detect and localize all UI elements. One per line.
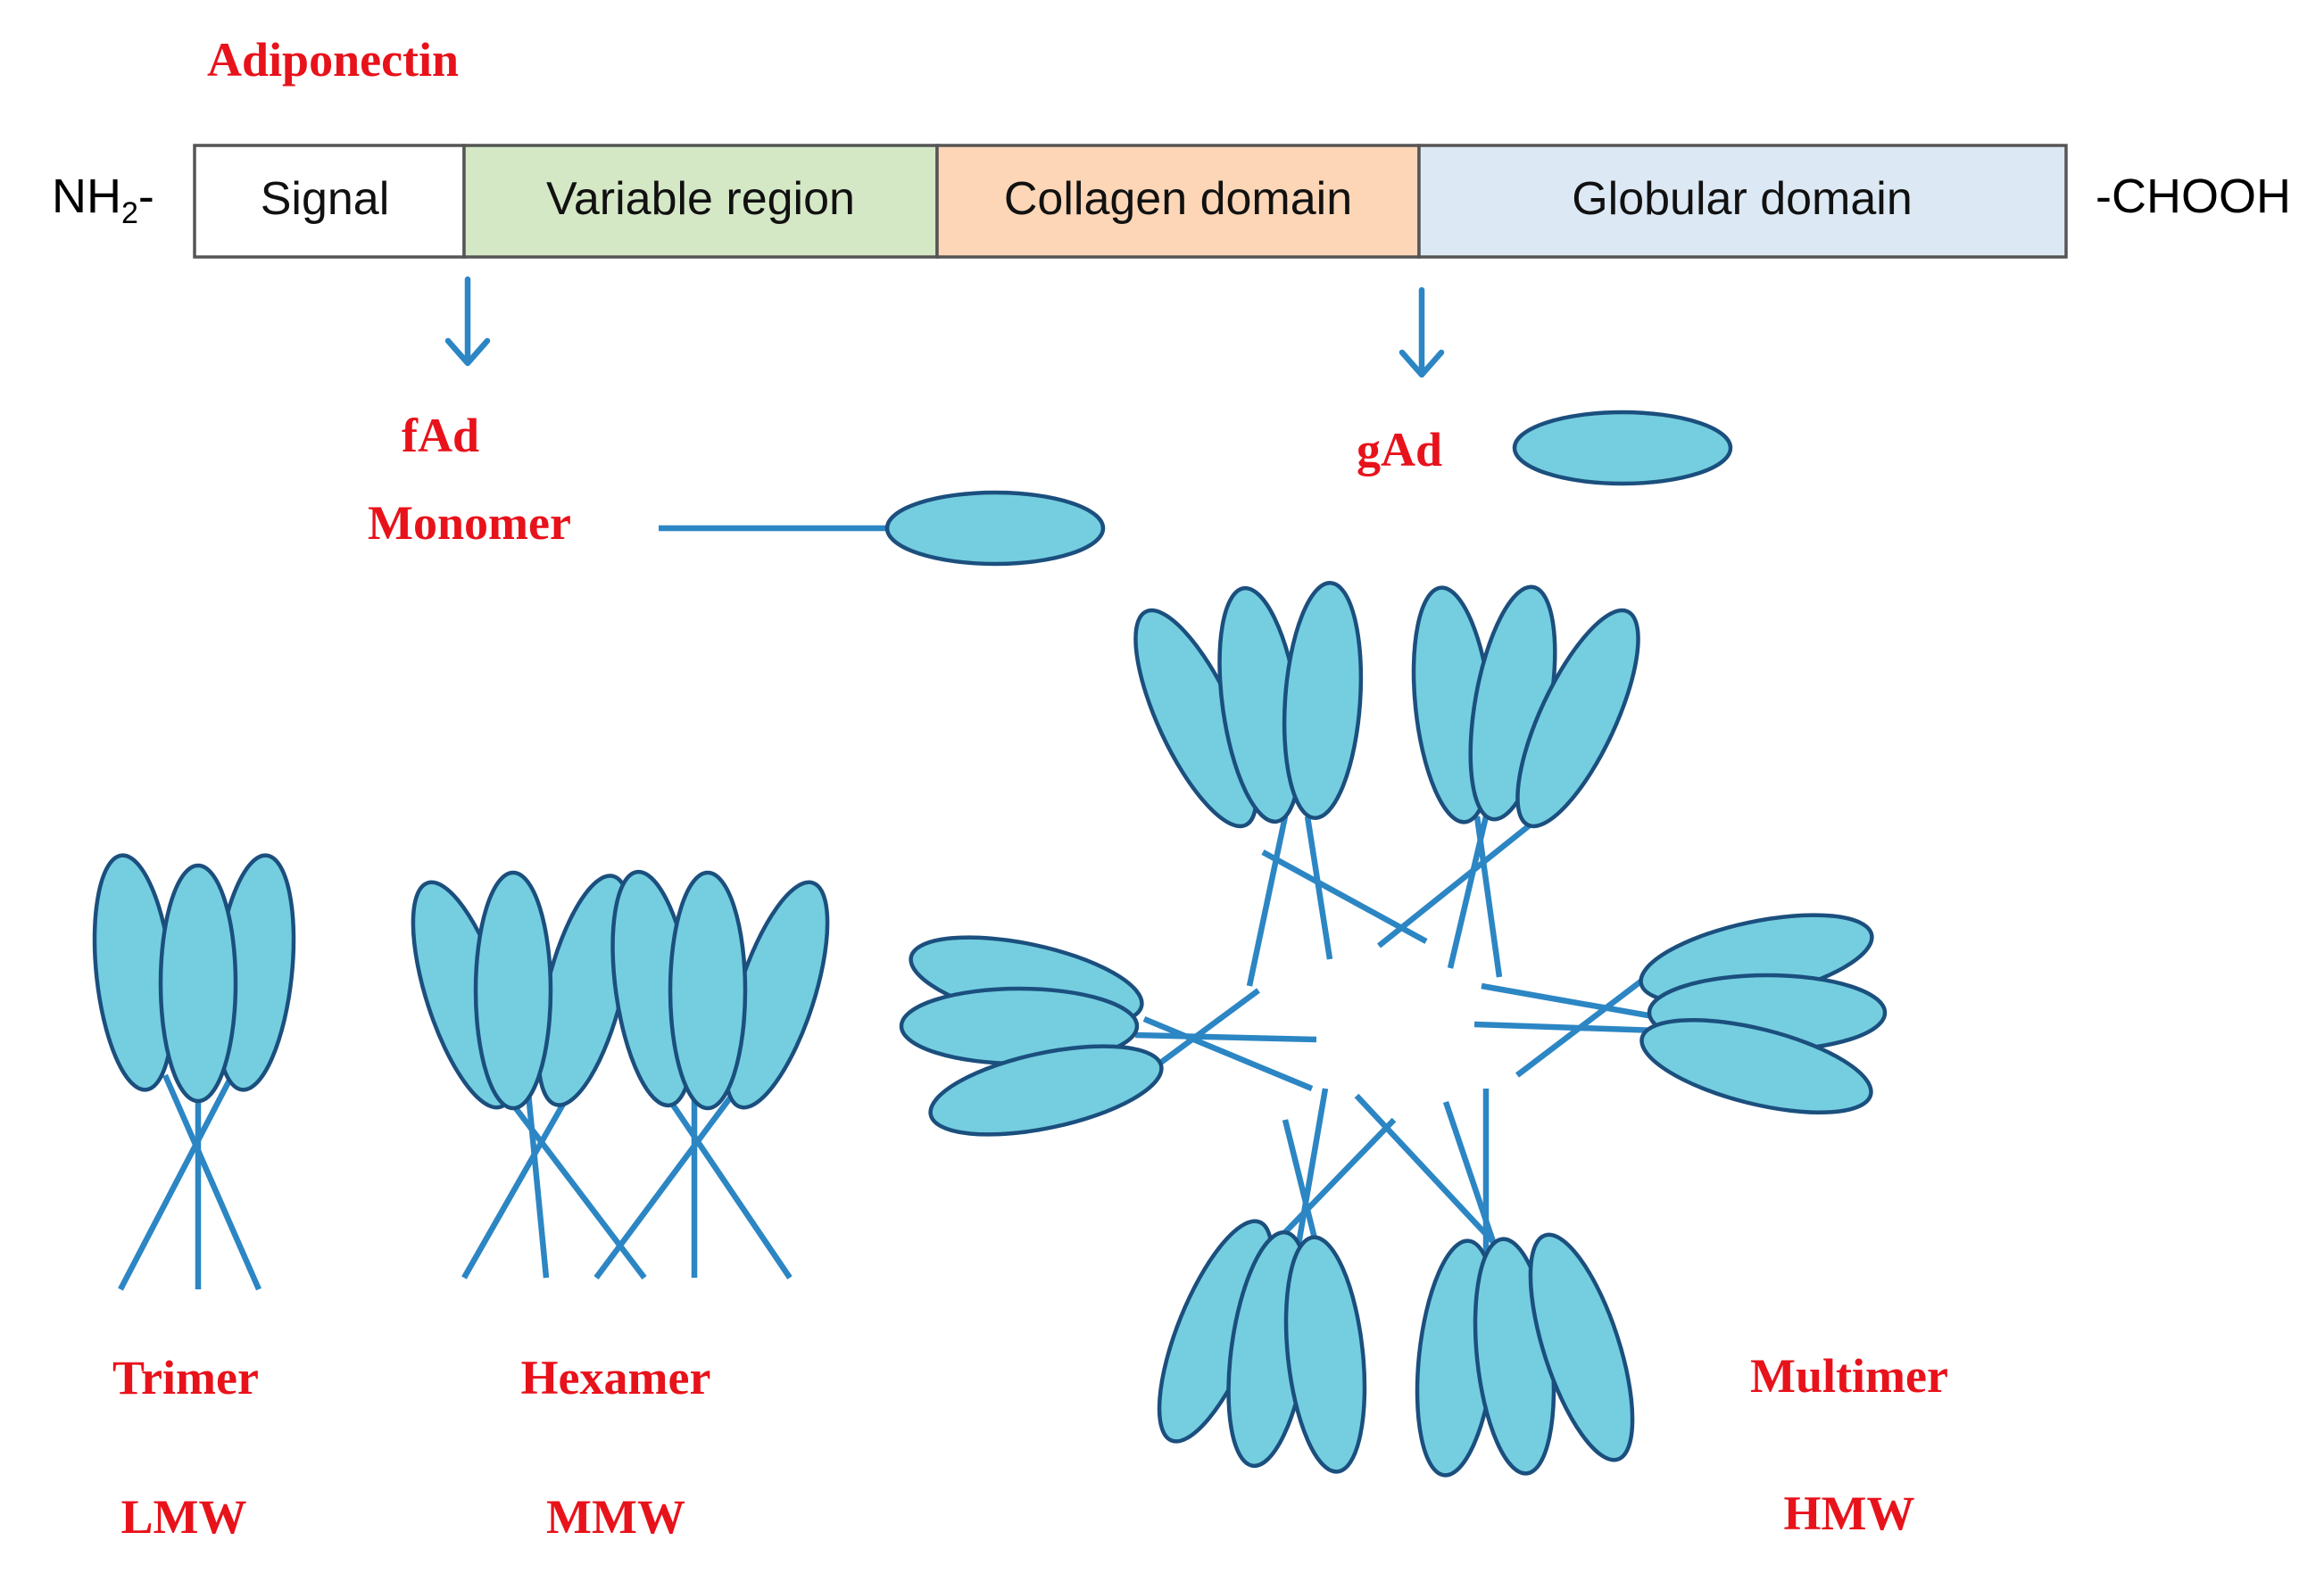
domain-globular-label: Globular domain (1572, 173, 1913, 225)
hexamer-weight-label: MMW (546, 1490, 685, 1544)
domain-collagen (935, 144, 1421, 259)
down-arrow-icon (1399, 286, 1445, 378)
multimer-structure (899, 581, 1888, 1478)
multimer-label: Multimer (1750, 1349, 1948, 1403)
multimer-weight-label: HMW (1784, 1487, 1915, 1540)
c-terminus-label: -CHOOH (2096, 170, 2291, 223)
n-terminus-label: NH2- (52, 170, 154, 230)
monomer-globular-head (884, 490, 1106, 567)
n-terminus-main: NH (52, 170, 121, 223)
domain-signal (193, 144, 466, 259)
hexamer-structure (411, 869, 830, 1280)
diagram-title: Adiponectin (207, 33, 459, 87)
n-terminus-subscript: 2 (121, 196, 138, 230)
trimer-weight-label: LMW (121, 1490, 247, 1544)
down-arrow-icon (444, 276, 491, 367)
domain-signal-label: Signal (261, 173, 390, 225)
domain-globular (1417, 144, 2068, 259)
domain-variable-region (462, 144, 939, 259)
gad-globular-head (1512, 410, 1733, 486)
trimer-structure (92, 853, 296, 1291)
domain-collagen-label: Collagen domain (1004, 173, 1352, 225)
gad-label: gAd (1357, 423, 1442, 476)
domain-bar: Signal Variable region Collagen domain G… (193, 144, 2068, 259)
trimer-label: Trimer (112, 1351, 259, 1404)
fad-label: fAd (402, 409, 479, 462)
domain-variable-region-label: Variable region (546, 173, 855, 225)
n-terminus-suffix: - (138, 170, 154, 223)
monomer-label: Monomer (368, 496, 571, 550)
monomer-structure (659, 490, 1106, 567)
hexamer-label: Hexamer (521, 1351, 711, 1404)
